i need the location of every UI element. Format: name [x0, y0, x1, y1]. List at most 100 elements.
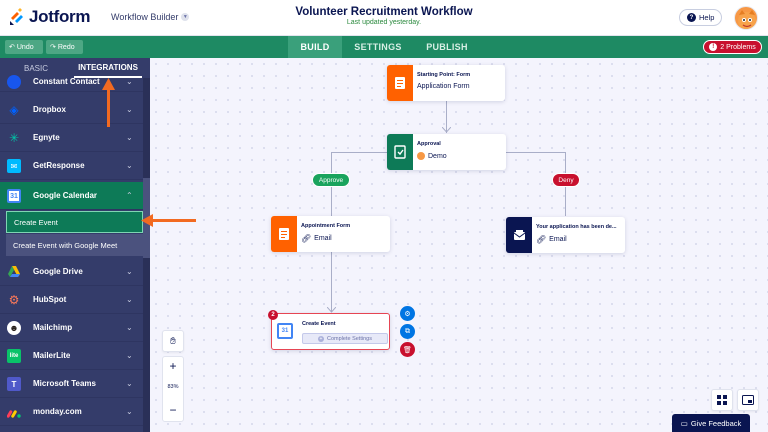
node-create-event[interactable]: 31 Create Event + Complete Settings [271, 313, 390, 350]
sidebar-item-microsoft-teams[interactable]: T Microsoft Teams ⌄ [0, 370, 143, 398]
google-calendar-icon: 31 [277, 323, 293, 339]
sidebar-item-label: Egnyte [33, 133, 60, 142]
sidebar-item-constant-contact[interactable]: Constant Contact ⌄ [0, 72, 143, 92]
problems-label: 2 Problems [720, 43, 756, 51]
builder-toolbar: ↶ Undo ↷ Redo BUILD SETTINGS PUBLISH ! 2… [0, 36, 768, 58]
sidebar-sub-item-create-event[interactable]: Create Event [6, 211, 143, 233]
node-starting-point-form[interactable]: Starting Point: Form Application Form [387, 65, 505, 101]
complete-settings-label: Complete Settings [327, 335, 372, 342]
node-delete-button[interactable]: 🗑︎ [400, 342, 415, 357]
sidebar-item-monday[interactable]: monday.com ⌄ [0, 398, 143, 426]
sidebar-item-label: monday.com [33, 407, 82, 416]
undo-icon: ↶ [9, 44, 15, 51]
give-feedback-label: Give Feedback [690, 418, 742, 428]
chevron-down-icon: ⌄ [126, 267, 133, 276]
sidebar-item-label: Mailchimp [33, 323, 73, 332]
email-icon [506, 217, 532, 253]
node-title: Appointment Form [301, 223, 351, 229]
link-icon: 🔗︎ [301, 234, 312, 243]
node-subtitle: Email [314, 235, 332, 242]
avatar[interactable] [734, 6, 758, 30]
workflow-builder-dropdown[interactable]: Workflow Builder ▼ [111, 12, 190, 22]
tab-publish[interactable]: PUBLISH [426, 42, 468, 52]
node-subtitle-wrap: 🔗︎ Email [536, 235, 567, 244]
egnyte-icon: ✳ [8, 131, 20, 145]
sidebar-item-mailerlite[interactable]: lite MailerLite ⌄ [0, 342, 143, 370]
google-calendar-icon: 31 [7, 189, 21, 203]
sidebar-item-hubspot[interactable]: ⚙ HubSpot ⌄ [0, 286, 143, 314]
trash-icon: 🗑︎ [403, 346, 412, 354]
sidebar-item-label: Google Drive [33, 267, 83, 276]
google-drive-icon [8, 266, 20, 277]
connector-line [506, 152, 566, 153]
node-appointment-form[interactable]: Appointment Form 🔗︎ Email [271, 216, 390, 252]
workflow-canvas[interactable] [150, 58, 768, 432]
zoom-in-button[interactable]: + [169, 359, 177, 373]
tab-build[interactable]: BUILD [288, 36, 342, 58]
sidebar-item-google-calendar[interactable]: 31 Google Calendar ⌃ [0, 182, 143, 210]
sidebar: BASIC INTEGRATIONS Constant Contact ⌄ ◈ … [0, 58, 150, 432]
node-title: Starting Point: Form [417, 72, 471, 78]
hubspot-icon: ⚙ [8, 293, 20, 307]
redo-icon: ↷ [50, 44, 56, 51]
sidebar-item-mailchimp[interactable]: ☻ Mailchimp ⌄ [0, 314, 143, 342]
user-avatar-icon [417, 152, 425, 160]
redo-button[interactable]: ↷ Redo [46, 40, 83, 54]
sidebar-sub-item-create-event-google-meet[interactable]: Create Event with Google Meet [6, 234, 143, 256]
pan-tool-button[interactable]: ✋︎ [162, 330, 184, 352]
node-subtitle: Application Form [417, 83, 470, 90]
node-error-badge: 2 [268, 310, 278, 320]
node-duplicate-button[interactable]: ⧉ [400, 324, 415, 339]
arrow-down-icon [327, 307, 336, 313]
tab-integrations[interactable]: INTEGRATIONS [74, 58, 142, 78]
sidebar-scrollbar[interactable] [143, 78, 150, 432]
chevron-up-icon: ⌃ [126, 191, 133, 200]
zoom-controls: + 83% − [162, 356, 184, 422]
minimap-icon [742, 395, 754, 405]
getresponse-icon: ✉ [7, 159, 21, 173]
node-subtitle-wrap: Demo [417, 152, 447, 160]
give-feedback-button[interactable]: ▭ Give Feedback [672, 414, 750, 432]
sidebar-item-dropbox[interactable]: ◈ Dropbox ⌄ [0, 96, 143, 124]
sidebar-item-label: GetResponse [33, 161, 85, 170]
undo-button[interactable]: ↶ Undo [5, 40, 43, 54]
sidebar-item-google-drive[interactable]: Google Drive ⌄ [0, 258, 143, 286]
jotform-logo[interactable]: Jotform [9, 7, 90, 27]
logo-text: Jotform [29, 7, 91, 26]
deny-path-label[interactable]: Deny [552, 173, 580, 187]
sidebar-item-getresponse[interactable]: ✉ GetResponse ⌄ [0, 152, 143, 180]
help-button[interactable]: ? Help [679, 9, 723, 26]
zoom-out-button[interactable]: − [169, 403, 177, 417]
avatar-image [738, 10, 756, 29]
layout-button[interactable] [711, 389, 733, 411]
help-label: Help [699, 13, 715, 22]
tab-settings[interactable]: SETTINGS [354, 42, 402, 52]
form-icon [271, 216, 297, 252]
top-bar: Jotform Workflow Builder ▼ Volunteer Rec… [0, 0, 768, 36]
workflow-title[interactable]: Volunteer Recruitment Workflow [295, 6, 473, 18]
node-settings-button[interactable]: ⚙ [400, 306, 415, 321]
problems-badge[interactable]: ! 2 Problems [703, 40, 762, 54]
sidebar-item-label: MailerLite [33, 351, 71, 360]
gear-icon: ⚙ [404, 310, 411, 318]
minimap-button[interactable] [737, 389, 759, 411]
approve-path-label[interactable]: Approve [312, 173, 350, 187]
node-title: Your application has been de... [536, 224, 617, 230]
chevron-down-icon: ⌄ [126, 323, 133, 332]
plus-icon: + [318, 335, 325, 342]
tab-basic[interactable]: BASIC [23, 63, 48, 73]
sidebar-item-label: HubSpot [33, 295, 67, 304]
sidebar-item-label: Google Calendar [33, 191, 98, 200]
node-application-email[interactable]: Your application has been de... 🔗︎ Email [506, 217, 625, 253]
workflow-builder-label: Workflow Builder [111, 12, 179, 22]
mailchimp-icon: ☻ [7, 321, 21, 335]
arrow-down-icon [442, 127, 451, 133]
node-subtitle: Email [549, 236, 567, 243]
complete-settings-button[interactable]: + Complete Settings [302, 333, 388, 344]
annotation-arrow-up-icon [102, 78, 115, 90]
sidebar-item-egnyte[interactable]: ✳ Egnyte ⌄ [0, 124, 143, 152]
link-icon: 🔗︎ [536, 235, 547, 244]
sidebar-item-label: Constant Contact [33, 77, 100, 86]
chevron-down-icon: ⌄ [126, 379, 133, 388]
node-approval[interactable]: Approval Demo [387, 134, 506, 170]
